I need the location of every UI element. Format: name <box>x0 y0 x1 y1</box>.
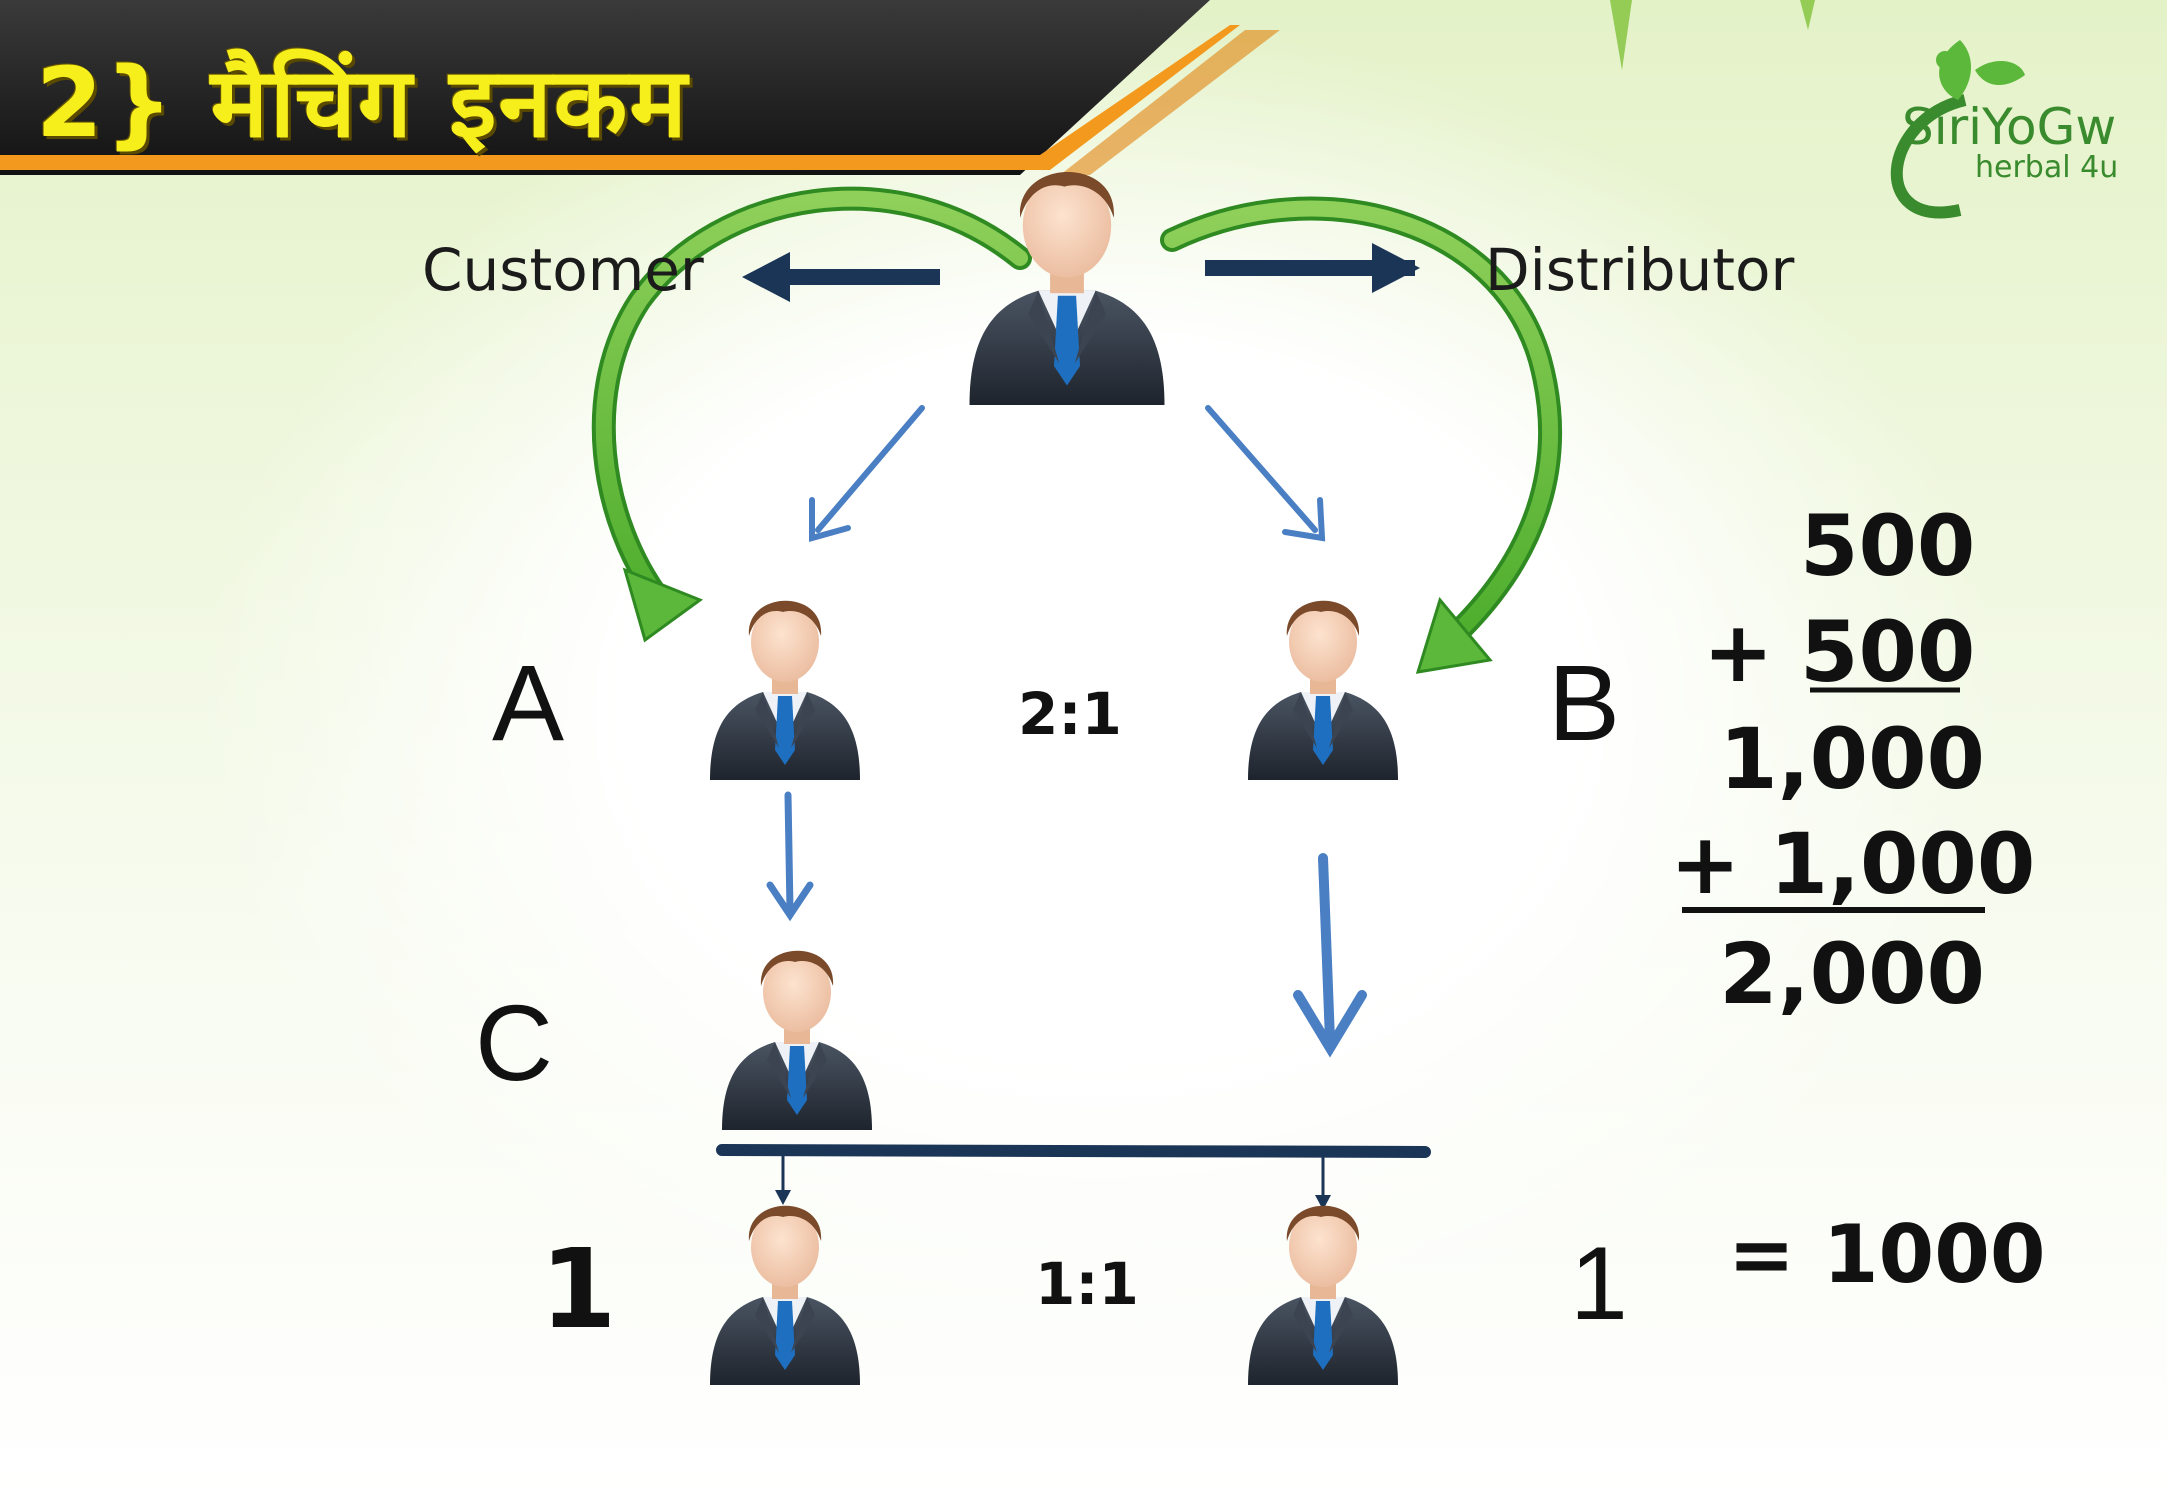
person-a-icon <box>710 600 860 780</box>
right-count: 1 <box>1570 1226 1628 1342</box>
top-horizontal-arrows <box>742 243 1420 302</box>
green-curved-arrows <box>591 186 1563 674</box>
left-count: 1 <box>540 1225 617 1353</box>
page-title: 2} मैचिंग इनकम <box>36 47 689 159</box>
logo-tagline: herbal 4u <box>1975 150 2119 185</box>
logo-brand: SiriYoGw <box>1902 98 2117 156</box>
person-c-icon <box>722 950 872 1130</box>
calc-line-2: 500 <box>1800 603 1976 701</box>
blue-arrows <box>766 405 1367 1058</box>
distributor-label: Distributor <box>1485 236 1795 304</box>
leaf-decoration <box>1610 0 1815 70</box>
result-total: = 1000 <box>1728 1208 2046 1301</box>
node-b-label: B <box>1548 642 1621 763</box>
node-a-label: A <box>492 642 565 763</box>
person-bottom-left-icon <box>710 1205 860 1385</box>
calc-lines <box>1682 687 1985 913</box>
node-c-label: C <box>475 982 553 1103</box>
calc-line-1: 500 <box>1800 497 1976 595</box>
calc-line-5: 2,000 <box>1719 925 1985 1023</box>
ratio-upper: 2:1 <box>1018 680 1122 748</box>
connector-bar <box>716 1144 1431 1210</box>
calc-line-3: 1,000 <box>1719 710 1985 808</box>
calc-line-4: + 1,000 <box>1670 815 2036 913</box>
person-b-icon <box>1248 600 1398 780</box>
calc-plus: + <box>1703 603 1774 701</box>
logo-mark <box>1890 40 2025 219</box>
customer-label: Customer <box>422 236 704 304</box>
ratio-lower: 1:1 <box>1035 1250 1139 1318</box>
header-banner <box>0 0 1280 175</box>
person-top-icon <box>969 171 1165 405</box>
person-bottom-right-icon <box>1248 1205 1398 1385</box>
